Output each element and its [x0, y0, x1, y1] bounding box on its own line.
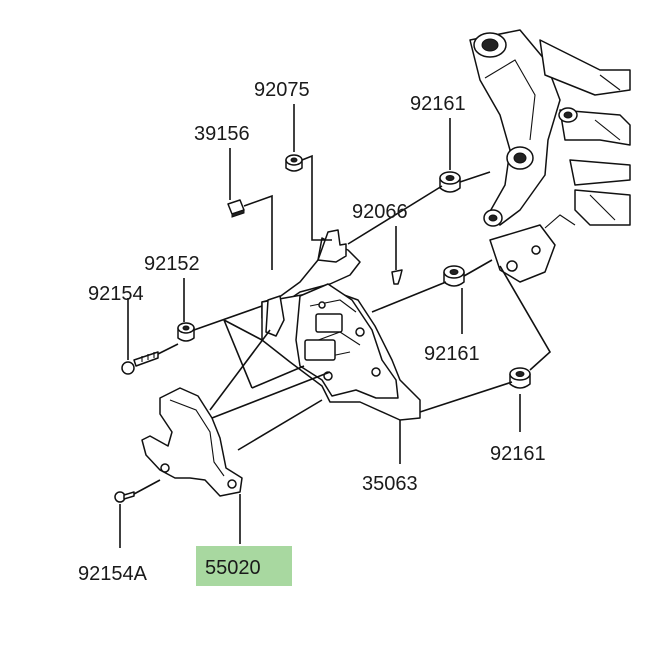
plug-92066-part — [391, 269, 403, 285]
label-55020: 55020 — [205, 557, 261, 579]
cushion-92075-part — [285, 154, 303, 172]
screw-92154a-part — [114, 491, 135, 503]
label-39156: 39156 — [194, 123, 250, 145]
label-92161-upper: 92161 — [410, 93, 466, 115]
side-bracket-part — [261, 229, 421, 421]
label-92154a: 92154A — [78, 563, 148, 585]
label-35063: 35063 — [362, 473, 418, 495]
pad-39156-part — [227, 199, 245, 218]
highlight-box — [196, 546, 292, 586]
label-92075: 92075 — [254, 79, 310, 101]
label-92161-middle: 92161 — [424, 343, 480, 365]
label-92066: 92066 — [352, 201, 408, 223]
bolt-92154-part — [121, 351, 159, 375]
label-92154: 92154 — [88, 283, 144, 305]
grommet-92161-lower-part — [509, 367, 531, 389]
grommet-92161-upper-part — [439, 171, 461, 193]
collar-92152-part — [177, 322, 195, 342]
label-92152: 92152 — [144, 253, 200, 275]
grommet-92161-middle-part — [443, 265, 465, 287]
guard-plate-part — [141, 387, 243, 497]
label-92161-lower: 92161 — [490, 443, 546, 465]
part-labels: 92075 39156 92161 92066 92152 92154 9216… — [78, 79, 546, 585]
leader-lines — [119, 104, 552, 548]
frame-assembly — [469, 29, 631, 283]
